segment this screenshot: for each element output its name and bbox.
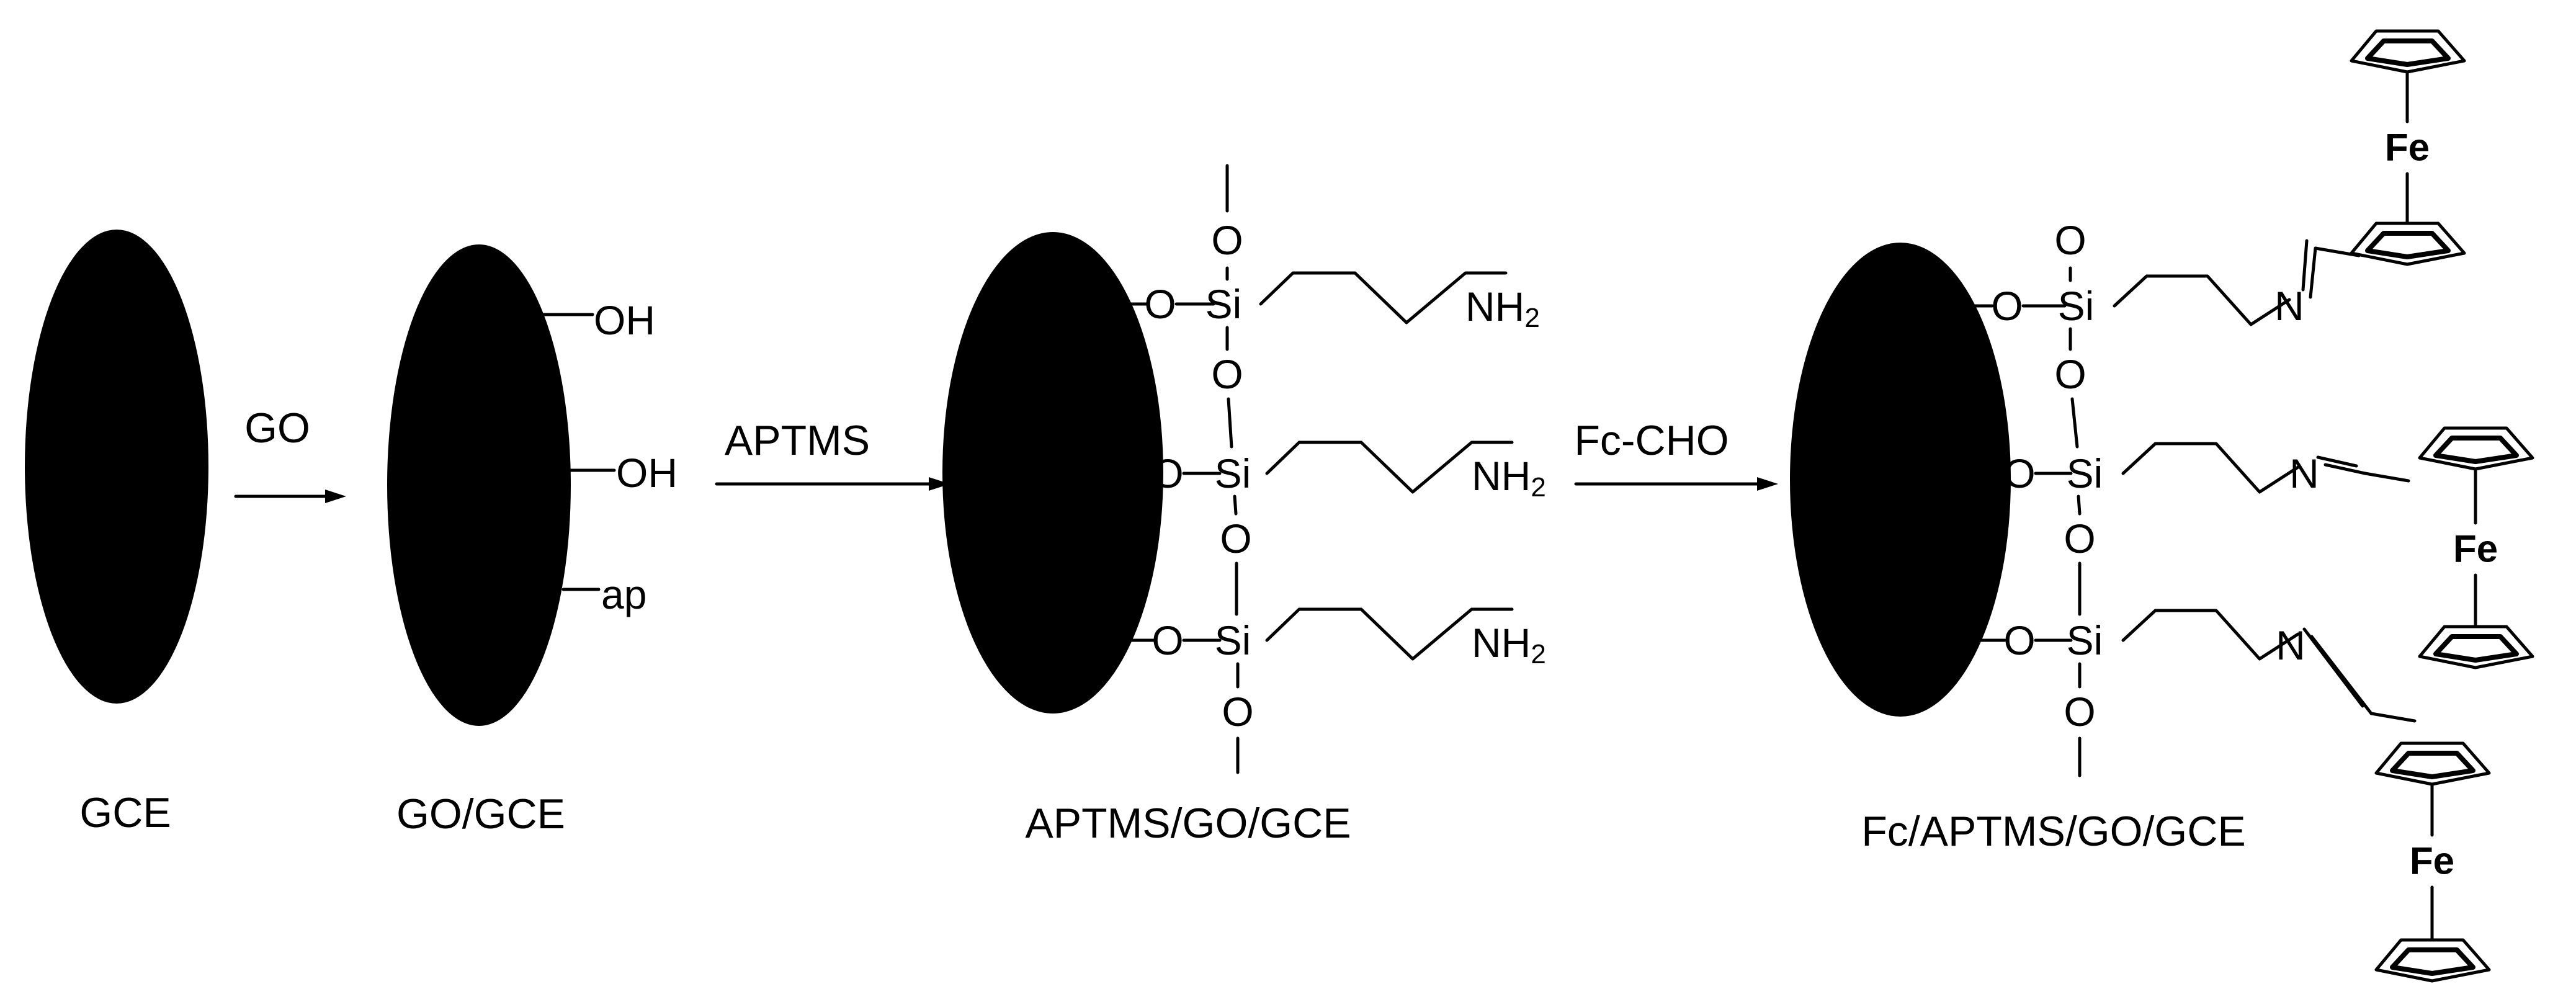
bond-si2-o-fc — [2077, 494, 2082, 516]
hydroxyl-group-2: OH — [616, 450, 678, 496]
oxygen-bridge-2: O — [1152, 450, 1183, 496]
ferrocene-2-upper-ring-inner — [2433, 436, 2519, 464]
ferrocene-1-fe: Fe — [2385, 127, 2430, 169]
propyl-chain-3 — [1265, 607, 1514, 661]
silicon-atom-3: Si — [1215, 617, 1251, 663]
oxygen-bottom-fc: O — [2064, 689, 2095, 735]
ap-group: ap — [601, 571, 646, 617]
propyl-chain-2 — [1265, 441, 1514, 494]
silicon-atom-fc-3: Si — [2067, 617, 2103, 663]
bond-o-si2-fc — [2070, 397, 2079, 449]
oxygen-bridge-fc-1: O — [1991, 283, 2023, 329]
imine-double-bond-b-2 — [2316, 455, 2358, 468]
oxygen-bridge-fc-3: O — [2003, 617, 2035, 663]
oxygen-si-2-3: O — [1220, 516, 1251, 561]
ferrocene-3-lower-ring — [2374, 938, 2491, 983]
oxygen-top: O — [1211, 217, 1243, 263]
amine-group: NH2 — [1472, 620, 1546, 669]
propyl-chain-fc-1 — [2113, 274, 2291, 326]
ferrocene-1-upper-ring-inner — [2365, 38, 2451, 67]
ferrocene-3-upper-ring — [2374, 741, 2491, 786]
stage-label-fc-aptms-go-gce: Fc/APTMS/GO/GCE — [1861, 808, 2246, 855]
ferrocene-1-lower-ring-inner — [2365, 231, 2451, 259]
amine-nh: NH — [1472, 620, 1531, 666]
ferrocene-3-fe: Fe — [2410, 840, 2454, 883]
propyl-chain-fc-3 — [2121, 609, 2300, 661]
oxygen-bridge-1: O — [1144, 281, 1176, 327]
oxygen-bridge-fc-2: O — [2003, 450, 2035, 496]
imine-double-bond-1 — [2309, 246, 2317, 299]
electrode-go — [387, 244, 571, 726]
ferrocene-1-lower-ring — [2350, 221, 2466, 266]
imine-double-bond-b-1 — [2301, 239, 2309, 292]
amine-subscript: 2 — [1531, 639, 1545, 669]
amine-nh: NH — [1465, 284, 1524, 329]
arrow-step-1-head — [325, 490, 346, 503]
ferrocene-1-upper-ring — [2350, 29, 2466, 74]
silicon-atom-fc-1: Si — [2058, 283, 2095, 329]
oxygen-si-1-2-fc: O — [2054, 351, 2086, 397]
stage-label-gce: GCE — [79, 789, 171, 836]
bond-ch-ring-2 — [2363, 472, 2410, 483]
electrode-gce — [25, 230, 208, 704]
amine-subscript: 2 — [1524, 303, 1539, 333]
imine-double-bond-3 — [2310, 635, 2373, 715]
electrode-fc — [1790, 243, 2011, 717]
ferrocene-2-upper-ring — [2418, 426, 2534, 471]
oxygen-bridge-3: O — [1152, 617, 1183, 663]
propyl-chain-1 — [1259, 271, 1508, 324]
propyl-chain-fc-2 — [2121, 442, 2300, 494]
bond-ch-ring-3 — [2369, 712, 2417, 723]
reagent-go: GO — [244, 405, 310, 452]
amine-subscript: 2 — [1531, 472, 1545, 503]
ferrocene-2-fe: Fe — [2453, 528, 2498, 571]
ferrocene-3-lower-ring-inner — [2390, 947, 2475, 976]
oxygen-top-fc: O — [2054, 217, 2086, 263]
amine-group: NH2 — [1472, 453, 1546, 503]
stage-label-go-gce: GO/GCE — [396, 790, 565, 838]
oxygen-si-2-3-fc: O — [2064, 516, 2095, 561]
imine-nitrogen-1: N — [2274, 283, 2304, 329]
imine-double-bond-b-3 — [2302, 627, 2364, 708]
bond-si2-o — [1233, 494, 1238, 516]
reagent-aptms: APTMS — [725, 417, 870, 464]
ferrocene-2-lower-ring — [2418, 625, 2534, 669]
amine-group: NH2 — [1465, 284, 1540, 333]
ferrocene-3-upper-ring-inner — [2390, 751, 2475, 779]
imine-nitrogen-3: N — [2276, 622, 2305, 668]
stage-label-aptms-go-gce: APTMS/GO/GCE — [1025, 800, 1351, 847]
reagent-fc-cho: Fc-CHO — [1574, 417, 1729, 464]
arrow-step-2-head — [929, 477, 950, 491]
imine-nitrogen-2: N — [2289, 450, 2319, 496]
ferrocene-2-lower-ring-inner — [2433, 634, 2519, 663]
silicon-atom-2: Si — [1215, 450, 1251, 496]
imine-double-bond-2 — [2323, 463, 2367, 475]
amine-nh: NH — [1472, 453, 1531, 499]
bond-o-si2 — [1227, 397, 1233, 449]
hydroxyl-group-1: OH — [594, 297, 655, 343]
electrode-aptms — [942, 232, 1163, 713]
oxygen-bottom: O — [1222, 689, 1253, 735]
silicon-atom-fc-2: Si — [2067, 450, 2103, 496]
arrow-step-3-head — [1757, 477, 1778, 491]
oxygen-si-1-2: O — [1211, 351, 1243, 397]
silicon-atom-1: Si — [1205, 281, 1242, 327]
